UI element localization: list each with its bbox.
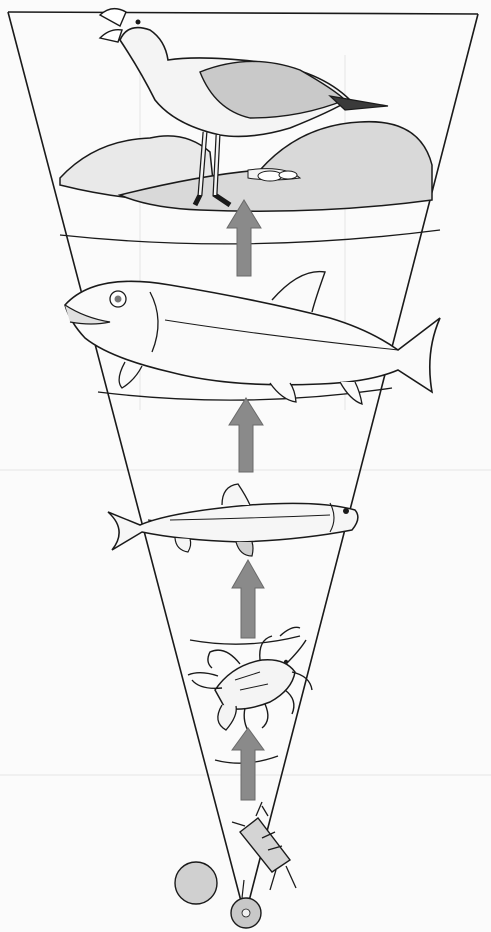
arrow-up-icon bbox=[232, 728, 264, 800]
large-fish-icon bbox=[65, 272, 440, 404]
zooplankton-icon bbox=[232, 802, 296, 890]
arrow-up-icon bbox=[229, 398, 263, 472]
arrow-up-icon bbox=[232, 560, 264, 638]
seagull-icon bbox=[60, 9, 432, 212]
phytoplankton-icon bbox=[175, 862, 261, 928]
small-fish-icon bbox=[108, 484, 358, 556]
